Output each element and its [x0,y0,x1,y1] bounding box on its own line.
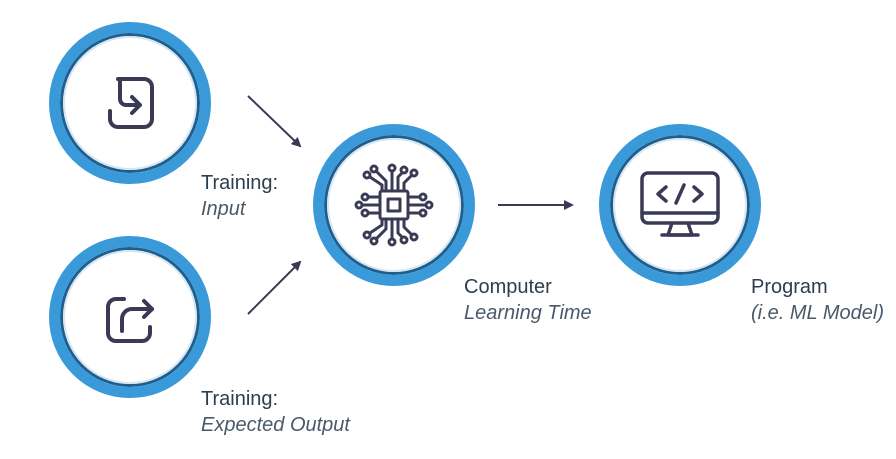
arrow-input-to-computer [247,95,302,148]
label-program-title: Program [751,276,828,298]
chip-icon [354,163,434,247]
code-monitor-icon [640,171,720,237]
label-computer: Computer Learning Time [464,274,592,326]
label-program-subtitle: (i.e. ML Model) [751,302,885,324]
label-training-input: Training: Input [201,170,278,222]
label-training-input-title: Training: [201,172,279,194]
label-training-input-subtitle: Input [201,198,246,220]
label-training-output-subtitle: Expected Output [201,414,350,436]
label-training-output: Training: Expected Output [201,386,350,438]
label-computer-title: Computer [464,276,552,298]
label-training-output-title: Training: [201,388,279,410]
training-input-node [49,22,211,184]
label-computer-subtitle: Learning Time [464,302,592,324]
label-program: Program (i.e. ML Model) [751,274,884,326]
arrow-output-to-computer [247,260,302,315]
computer-node [313,124,475,286]
training-output-node [49,236,211,398]
share-icon [106,297,154,343]
program-node [599,124,761,286]
enter-icon [108,77,154,129]
